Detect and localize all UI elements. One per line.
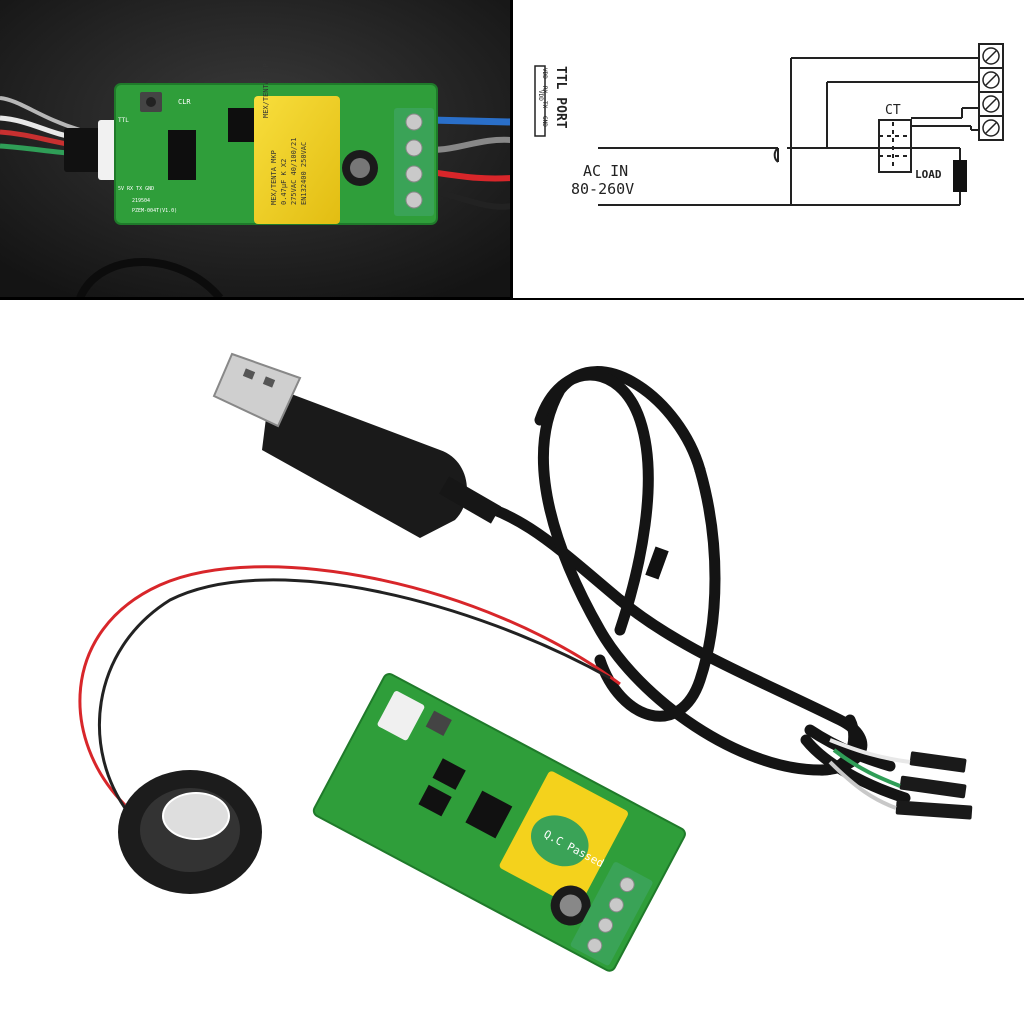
product-contents-photo: Q.C Passed [0,300,1024,1024]
wiring-diagram: VDD VDD RX TX GND TTL PORT CT LOAD AC IN… [513,0,1024,298]
ttl-pin-vdd: VDD [541,68,548,79]
ac-voltage-label: 80-260V [571,180,634,198]
panel-divider-vertical [510,0,513,298]
capacitor-text-line-1: MEX/TENTA MKP [262,63,270,118]
board-code: 219504 [132,198,150,204]
ttl-pin-vdd: VDD [537,90,544,101]
pcb-module-photo: MEX/TENTA MKP MEX/TENTA MKP 0.47μF K X2 … [0,0,511,298]
pcb-photo-svg: MEX/TENTA MKP MEX/TENTA MKP 0.47μF K X2 … [0,0,511,298]
capacitor-text-line-1: MEX/TENTA MKP [270,150,278,205]
ttl-pin-tx: TX [541,101,548,109]
ttl-label: TTL [118,117,129,124]
load-label: LOAD [915,168,942,181]
ttl-port-label: TTL PORT [553,66,568,129]
ct-label: CT [885,103,901,118]
capacitor-text-line-3: 275VAC 40/100/21 [290,138,298,205]
ttl-pin-rx: RX [541,86,548,94]
ttl-pin-gnd: GND [541,116,548,127]
product-photo-svg: Q.C Passed [78,352,973,972]
ac-in-label: AC IN [583,162,628,180]
wiring-diagram-svg: VDD VDD RX TX GND TTL PORT CT LOAD AC IN… [534,43,1004,206]
clr-label: CLR [178,98,191,106]
capacitor-text-line-4: EN132400 250VAC [300,142,308,205]
panel-divider-horizontal [0,297,1024,300]
pin-labels: 5V RX TX GND [118,186,154,192]
capacitor-text-line-2: 0.47μF K X2 [280,159,288,205]
board-id: PZEM-004T(V1.0) [132,208,177,214]
